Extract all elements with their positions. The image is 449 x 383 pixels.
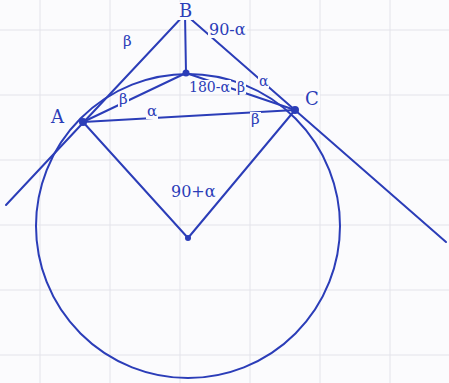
circle — [36, 74, 340, 378]
tangent-line — [185, 14, 446, 242]
radius — [188, 110, 295, 238]
angle-label: α — [146, 104, 158, 119]
chord — [83, 110, 295, 122]
angle-label: β — [250, 112, 261, 127]
construction-lines — [6, 14, 446, 378]
angle-label: β — [122, 34, 133, 49]
angle-label: 90+α — [170, 184, 217, 200]
angle-label: A — [50, 108, 65, 126]
angle-label: β — [236, 80, 246, 94]
angle-label: β — [118, 92, 129, 107]
chord — [83, 73, 186, 122]
angle-label: 180-α — [188, 80, 231, 94]
angle-label: C — [304, 90, 320, 108]
radius — [83, 122, 188, 238]
tangent-line — [6, 14, 185, 205]
angle-label: α — [258, 74, 269, 88]
angle-label: B — [178, 2, 193, 20]
chord — [186, 73, 295, 110]
points — [79, 70, 299, 242]
angle-label: 90-α — [208, 22, 247, 38]
segment — [185, 14, 186, 73]
